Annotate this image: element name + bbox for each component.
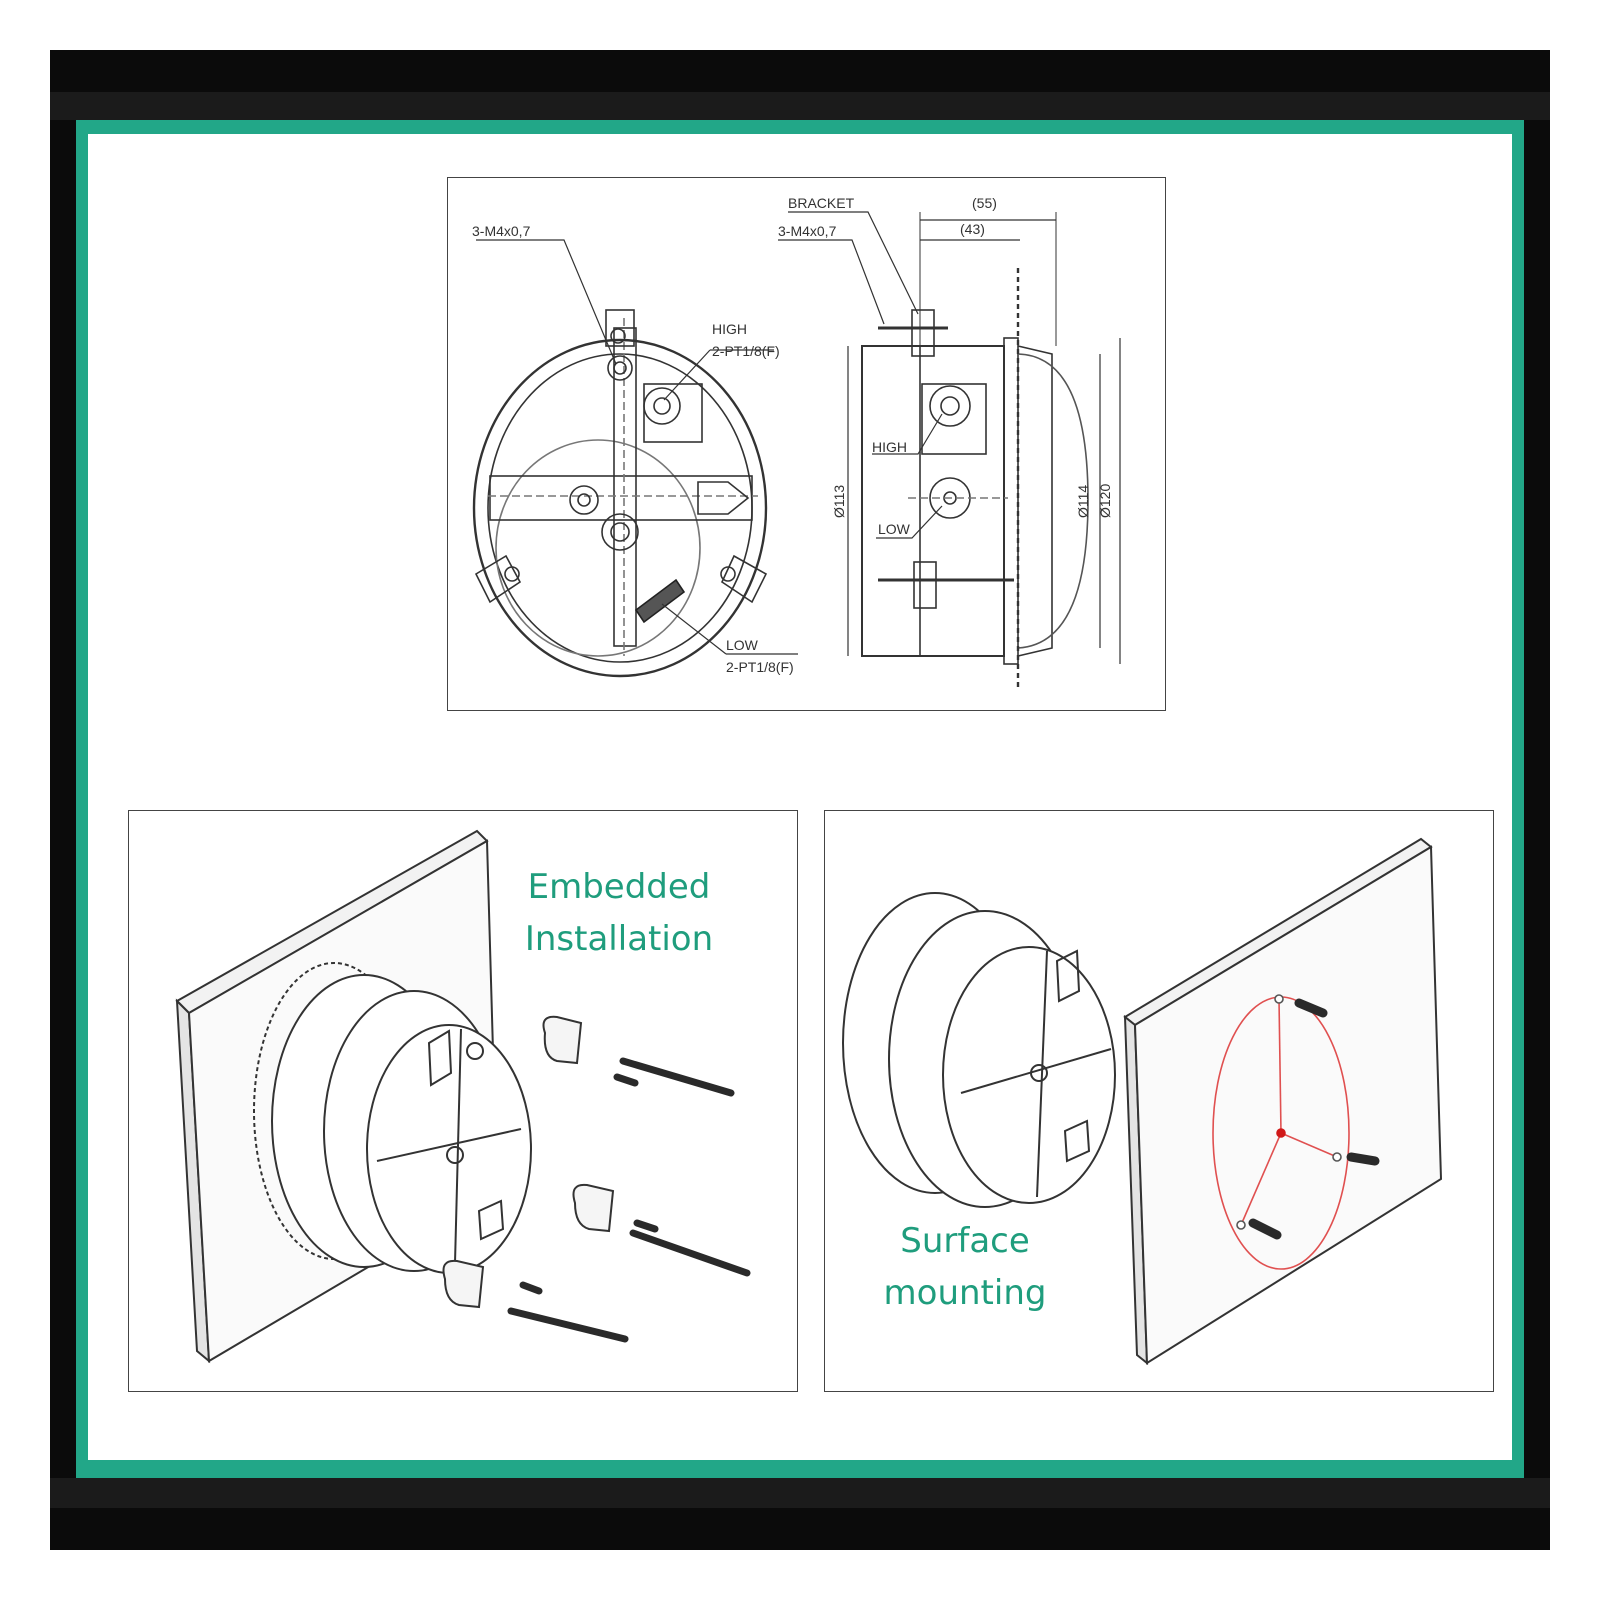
gauge-ribs bbox=[960, 949, 1112, 1198]
embedded-caption-line2: Installation bbox=[524, 919, 714, 959]
side-view bbox=[778, 211, 1121, 690]
embedded-caption-line1: Embedded bbox=[527, 867, 711, 907]
mount-center-point bbox=[1276, 1128, 1286, 1138]
front-low-label: LOW bbox=[726, 637, 759, 653]
mount-screws bbox=[1248, 998, 1380, 1240]
front-view bbox=[472, 239, 798, 678]
dark-band-top bbox=[50, 92, 1550, 120]
dia-bezel-label: Ø114 bbox=[1075, 485, 1091, 518]
technical-drawing: 3-M4x0,7 HIGH 2-PT1/8(F) LOW 2-PT1/8(F) … bbox=[472, 195, 1121, 690]
green-frame: 3-M4x0,7 HIGH 2-PT1/8(F) LOW 2-PT1/8(F) … bbox=[76, 120, 1524, 1478]
surface-caption: Surface mounting bbox=[845, 1215, 1085, 1319]
mounting-panel bbox=[1133, 845, 1443, 1365]
technical-drawing-panel: 3-M4x0,7 HIGH 2-PT1/8(F) LOW 2-PT1/8(F) … bbox=[447, 177, 1166, 711]
front-screw-callout: 3-M4x0,7 bbox=[472, 223, 531, 239]
fixing-screws bbox=[507, 1057, 751, 1343]
embedded-caption: Embedded Installation bbox=[489, 861, 749, 965]
side-low-label: LOW bbox=[878, 521, 911, 537]
side-depth-body: (43) bbox=[960, 221, 985, 237]
gauge-ribs bbox=[376, 1028, 522, 1264]
dark-band-bottom bbox=[50, 1478, 1550, 1508]
front-high-thread: 2-PT1/8(F) bbox=[712, 343, 780, 359]
embedded-illustration bbox=[175, 829, 751, 1364]
surface-mounting-panel: Surface mounting bbox=[824, 810, 1494, 1392]
embedded-installation-panel: Embedded Installation bbox=[128, 810, 798, 1392]
bracket-clip-top bbox=[542, 1015, 583, 1065]
surface-caption-line1: Surface bbox=[900, 1221, 1030, 1261]
white-sheet: 3-M4x0,7 HIGH 2-PT1/8(F) LOW 2-PT1/8(F) … bbox=[88, 134, 1512, 1460]
bracket-clip-bottom bbox=[442, 1259, 485, 1309]
side-screw-callout: 3-M4x0,7 bbox=[778, 223, 837, 239]
photo-background: 3-M4x0,7 HIGH 2-PT1/8(F) LOW 2-PT1/8(F) … bbox=[50, 50, 1550, 1550]
front-low-thread: 2-PT1/8(F) bbox=[726, 659, 794, 675]
dia-body-label: Ø113 bbox=[831, 485, 847, 518]
dia-flange-label: Ø120 bbox=[1097, 484, 1113, 518]
mount-hole-pattern bbox=[1212, 994, 1350, 1270]
gauge-back-housing bbox=[942, 946, 1116, 1204]
side-high-label: HIGH bbox=[872, 439, 907, 455]
side-depth-overall: (55) bbox=[972, 195, 997, 211]
side-bracket-label: BRACKET bbox=[788, 195, 855, 211]
surface-illustration bbox=[842, 837, 1443, 1366]
bracket-clip-middle bbox=[572, 1183, 615, 1233]
surface-caption-line2: mounting bbox=[883, 1273, 1047, 1313]
front-high-label: HIGH bbox=[712, 321, 747, 337]
